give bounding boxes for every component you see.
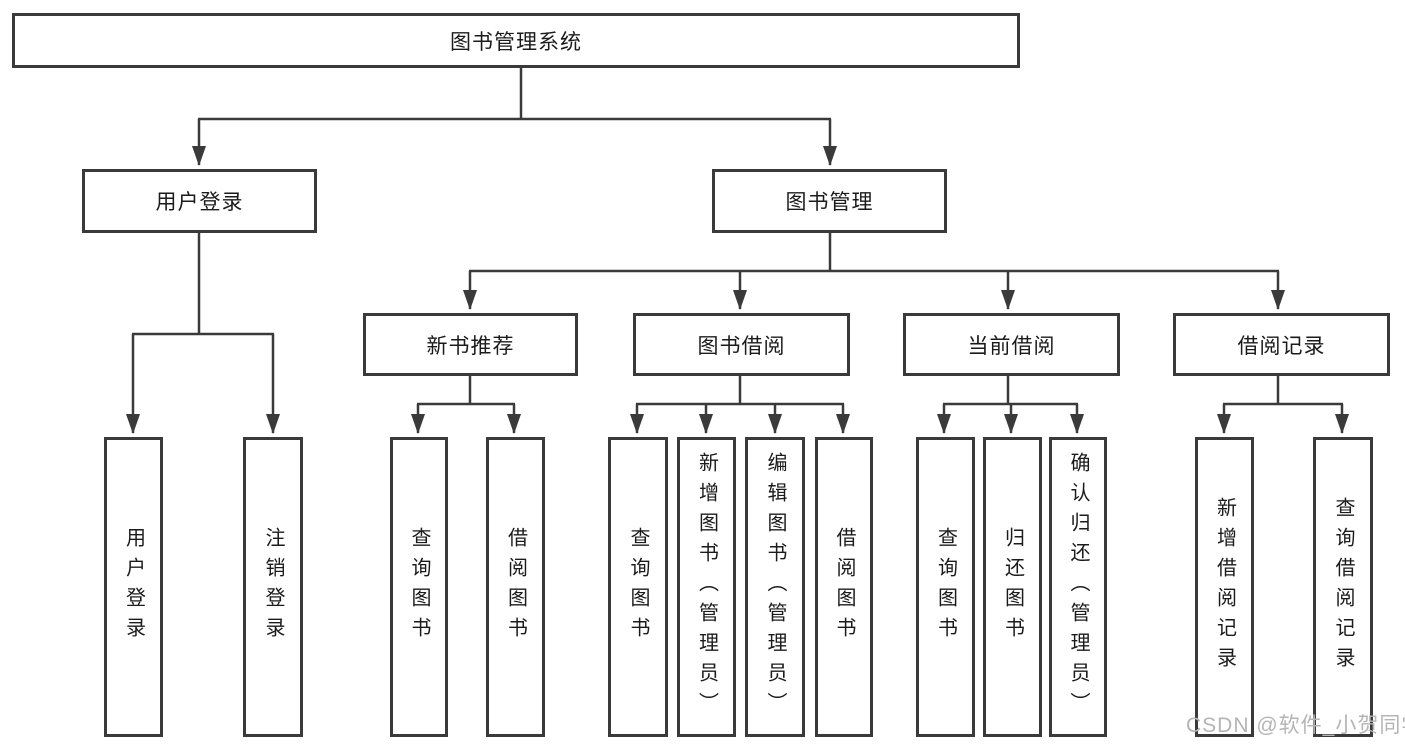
node-label: 归还图书: [1001, 527, 1024, 647]
node-book-management: 图书管理: [712, 169, 947, 233]
node-leaf-user-login: 用户登录: [104, 437, 163, 737]
node-label: 新书推荐: [426, 334, 515, 358]
node-leaf-borrow-books-recommend: 借阅图书: [486, 437, 545, 737]
node-label: 当前借阅: [967, 334, 1056, 358]
node-leaf-borrow-books: 借阅图书: [815, 437, 873, 737]
node-label: 借阅图书: [504, 527, 527, 647]
node-label: 确认归还（管理员）: [1067, 452, 1089, 722]
node-library-management-system: 图书管理系统: [12, 13, 1020, 68]
node-label: 借阅记录: [1237, 334, 1326, 358]
node-leaf-logout: 注销登录: [243, 437, 303, 737]
node-borrowing-records: 借阅记录: [1173, 313, 1390, 376]
node-label: 图书管理: [785, 191, 874, 214]
node-leaf-query-books-recommend: 查询图书: [390, 437, 448, 737]
node-label: 查询图书: [408, 527, 430, 647]
node-leaf-add-books-admin: 新增图书（管理员）: [677, 437, 736, 737]
node-label: 用户登录: [155, 191, 244, 214]
node-current-borrowing: 当前借阅: [903, 313, 1120, 376]
watermark: CSDN @软件_小贺同学: [1186, 714, 1405, 737]
node-label: 图书借阅: [697, 334, 786, 358]
node-label: 注销登录: [262, 527, 284, 647]
node-leaf-query-books-borrow: 查询图书: [608, 437, 668, 737]
node-leaf-confirm-return-admin: 确认归还（管理员）: [1049, 437, 1107, 737]
node-leaf-query-borrow-record: 查询借阅记录: [1313, 437, 1373, 737]
node-label: 图书管理系统: [450, 30, 582, 54]
node-leaf-add-borrow-record: 新增借阅记录: [1195, 437, 1254, 737]
node-label: 用户登录: [122, 527, 145, 647]
node-label: 查询借阅记录: [1332, 497, 1354, 677]
node-label: 新增借阅记录: [1213, 497, 1236, 677]
node-label: 查询图书: [934, 527, 957, 647]
node-book-borrowing: 图书借阅: [633, 313, 850, 376]
node-label: 新增图书（管理员）: [695, 452, 718, 722]
node-user-login: 用户登录: [82, 169, 317, 233]
node-leaf-edit-books-admin: 编辑图书（管理员）: [745, 437, 805, 737]
node-label: 查询图书: [627, 527, 649, 647]
node-leaf-return-books: 归还图书: [983, 437, 1042, 737]
node-label: 借阅图书: [833, 527, 855, 647]
node-new-book-recommendation: 新书推荐: [363, 313, 578, 376]
node-leaf-query-books-current: 查询图书: [916, 437, 975, 737]
node-label: 编辑图书（管理员）: [764, 452, 786, 722]
